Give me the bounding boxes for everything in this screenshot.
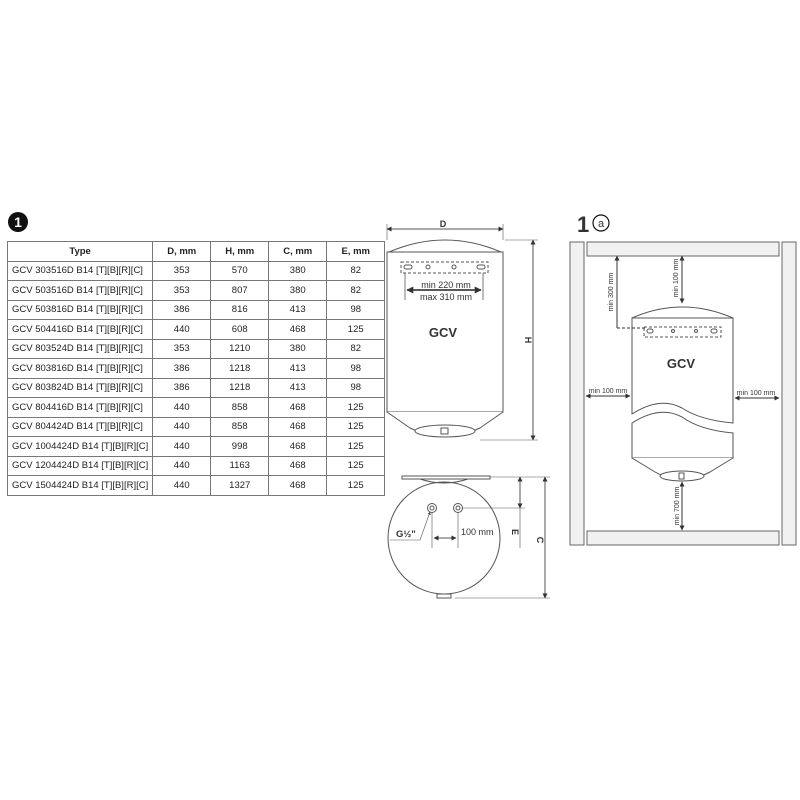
- d-label: D: [440, 219, 447, 229]
- dimension-cell: 468: [268, 475, 328, 496]
- front-view: [386, 224, 538, 441]
- brand-label: GCV: [429, 325, 458, 340]
- right-clearance-label: min 100 mm: [737, 390, 776, 397]
- mounting-bracket: [400, 261, 489, 274]
- model-type-cell: GCV 1504424D B14 [T][B][R][C]: [6, 475, 154, 496]
- dimension-cell: 125: [326, 436, 386, 457]
- left-clearance-label: min 100 mm: [589, 388, 628, 395]
- bracket-max-label: max 310 mm: [420, 292, 472, 302]
- heater-lower: [631, 411, 734, 459]
- dimension-cell: 125: [326, 416, 386, 437]
- floor: [586, 530, 780, 546]
- wall-plate: [401, 475, 491, 480]
- tank-dome: [388, 239, 502, 253]
- installation-brand-label: GCV: [667, 356, 696, 371]
- left-wall: [569, 241, 585, 546]
- right-wall: [781, 241, 797, 546]
- installation-view: [569, 241, 797, 546]
- spacing-label: 100 mm: [461, 527, 494, 537]
- bracket-min-label: min 220 mm: [421, 280, 471, 290]
- e-label: E: [510, 529, 520, 535]
- heater-upper: [631, 317, 734, 424]
- thread-label: G½": [396, 529, 416, 540]
- dimension-cell: 125: [326, 475, 386, 496]
- ceiling: [586, 241, 780, 257]
- bottom-clearance-label: min 700 mm: [674, 487, 681, 526]
- section-number-badge: 1: [8, 212, 28, 232]
- top-bracket-label: min 300 mm: [608, 273, 615, 312]
- bottom-view: [387, 475, 550, 599]
- h-label: H: [523, 337, 533, 344]
- installation-section-number: 1: [577, 212, 589, 237]
- c-label: C: [535, 537, 545, 544]
- installation-section-letter: a: [598, 218, 605, 230]
- section-letter-circle: [592, 214, 610, 232]
- top-clearance-label: min 100 mm: [673, 259, 680, 298]
